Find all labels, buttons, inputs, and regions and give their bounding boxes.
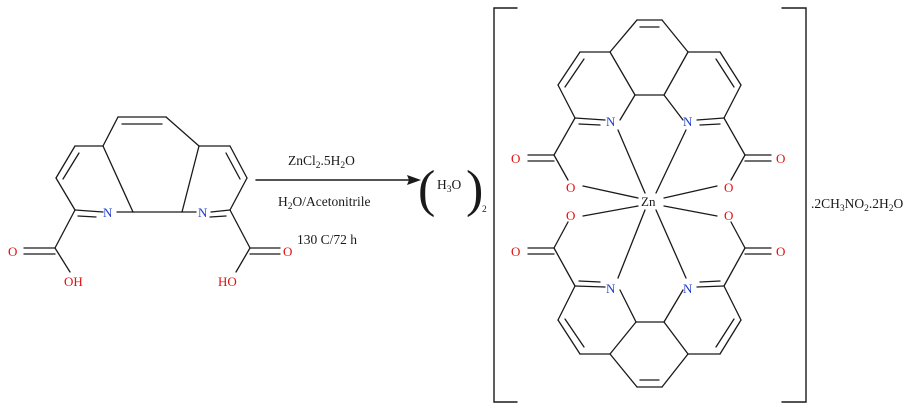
svg-text:2: 2 — [482, 205, 487, 215]
solvent-label: H2O/Acetonitrile — [278, 194, 370, 212]
complex-n-upper-right: N — [683, 114, 693, 129]
reactant-o-left: O — [8, 244, 17, 259]
complex-o-bridge-ll: O — [566, 208, 575, 223]
complex-o-bridge-ul: O — [566, 180, 575, 195]
reactant-o-right: O — [283, 244, 292, 259]
product-complex: N N N N O O O O O O O O Zn — [493, 7, 807, 403]
solvate-label: .2CH3NO2.2H2O — [811, 196, 904, 214]
temperature-time-label: 130 C/72 h — [297, 232, 357, 247]
complex-o-carbonyl-ul: O — [511, 151, 520, 166]
complex-n-lower-left: N — [606, 281, 616, 296]
lower-ligand — [527, 221, 772, 388]
reagent-zncl2: ZnCl2.5H2O — [288, 153, 355, 171]
complex-o-carbonyl-ll: O — [511, 244, 520, 259]
zinc-center: Zn — [641, 194, 656, 209]
reactant-molecule: N N O OH O HO — [8, 116, 292, 289]
svg-text:H3O: H3O — [437, 177, 462, 195]
complex-o-bridge-ur: O — [724, 180, 733, 195]
complex-o-carbonyl-ur: O — [776, 151, 785, 166]
reactant-ho-right: HO — [218, 274, 237, 289]
zinc-coordination-bonds — [582, 129, 718, 279]
reactant-n-right: N — [198, 205, 208, 220]
reaction-arrow — [255, 175, 421, 185]
reactant-oh-left: OH — [64, 274, 83, 289]
complex-o-bridge-lr: O — [724, 208, 733, 223]
svg-text:(: ( — [418, 161, 435, 218]
reactant-n-left: N — [103, 205, 113, 220]
hydronium-counterion: ( H3O ) 2 — [418, 161, 487, 218]
upper-ligand — [527, 19, 772, 181]
svg-text:): ) — [466, 161, 483, 218]
complex-o-carbonyl-lr: O — [776, 244, 785, 259]
complex-n-lower-right: N — [683, 281, 693, 296]
complex-n-upper-left: N — [606, 114, 616, 129]
